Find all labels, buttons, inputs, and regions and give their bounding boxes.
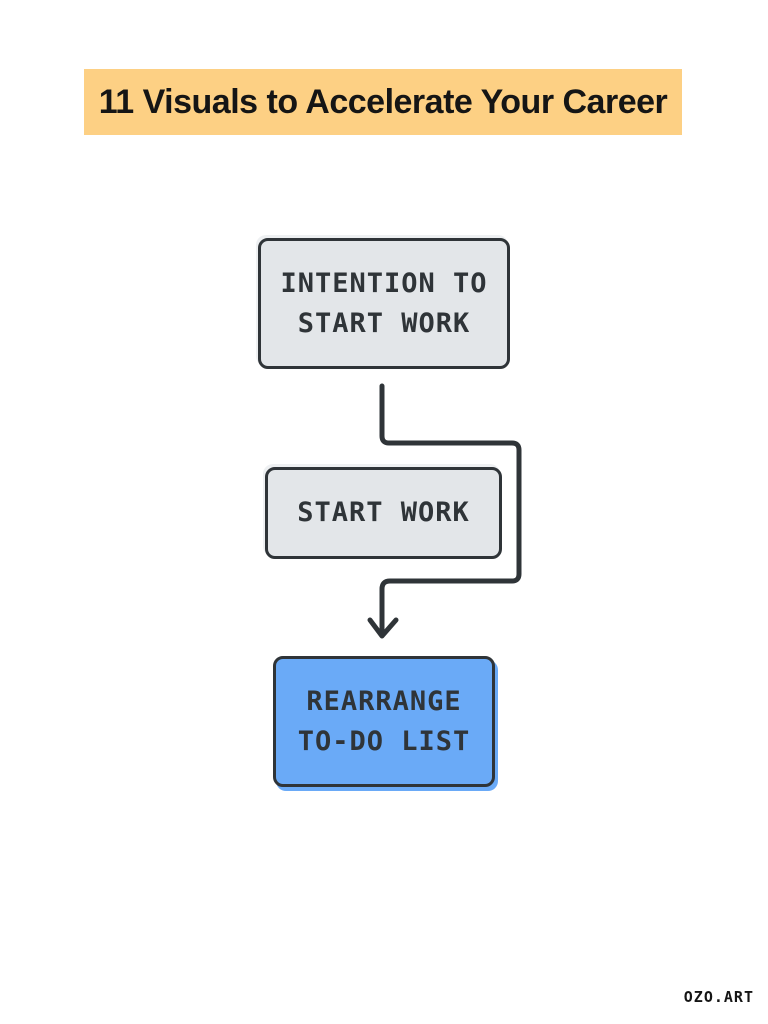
arrow-head-icon — [367, 617, 399, 639]
brand-watermark: OZO.ART — [683, 988, 754, 1006]
step-rearrange-box: REARRANGE TO-DO LIST — [273, 656, 495, 787]
arrow-line — [379, 383, 522, 635]
step-start-work-box: START WORK — [265, 467, 502, 559]
step-intention-box: INTENTION TO START WORK — [258, 238, 510, 369]
step-rearrange-line-2: TO-DO LIST — [297, 725, 471, 757]
step-intention-line-2: START WORK — [297, 307, 471, 339]
step-rearrange-line-1: REARRANGE — [306, 685, 462, 717]
title-banner: 11 Visuals to Accelerate Your Career — [84, 69, 682, 135]
step-intention-line-1: INTENTION TO — [280, 267, 488, 299]
page-title: 11 Visuals to Accelerate Your Career — [98, 82, 668, 121]
step-start-work-label: START WORK — [297, 497, 470, 528]
